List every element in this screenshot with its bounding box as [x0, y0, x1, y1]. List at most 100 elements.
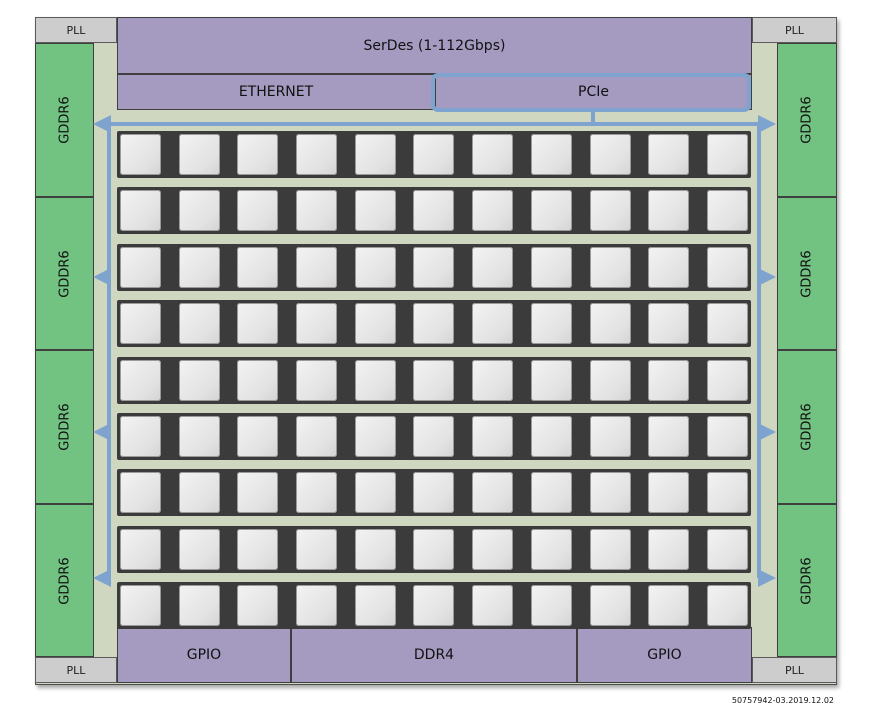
- compute-tile: [648, 246, 690, 288]
- compute-tile: [354, 528, 396, 570]
- pll-label: PLL: [66, 23, 86, 37]
- compute-tile: [472, 246, 514, 288]
- compute-tile: [589, 134, 631, 175]
- pll-label: PLL: [785, 663, 804, 677]
- pcie-block: PCIe: [435, 74, 752, 110]
- compute-tile: [530, 416, 572, 457]
- tile-row: [117, 469, 751, 517]
- compute-tile: [354, 416, 396, 457]
- pll-top-left: PLL: [35, 17, 117, 43]
- compute-tile: [237, 134, 279, 175]
- compute-tile: [472, 190, 514, 232]
- pll-label: PLL: [785, 23, 804, 37]
- compute-tile: [237, 528, 279, 570]
- compute-tile: [706, 246, 748, 288]
- compute-tile: [296, 359, 338, 401]
- compute-tile: [354, 246, 396, 288]
- compute-tile: [530, 190, 572, 232]
- compute-tile: [296, 134, 338, 175]
- tile-row: [117, 356, 751, 404]
- compute-tile: [648, 472, 690, 514]
- compute-tile: [706, 359, 748, 401]
- compute-tile: [237, 585, 279, 627]
- compute-tile: [237, 190, 279, 232]
- compute-tile: [178, 472, 220, 514]
- compute-tile: [648, 359, 690, 401]
- compute-tile: [237, 472, 279, 514]
- compute-tile: [413, 585, 455, 627]
- gddr6-right-1: GDDR6: [777, 43, 837, 197]
- compute-tile: [178, 303, 220, 345]
- pcie-highlight: [431, 73, 751, 112]
- compute-tile: [472, 585, 514, 627]
- compute-tile: [120, 134, 161, 175]
- pll-bottom-left: PLL: [35, 657, 117, 683]
- compute-tile: [648, 416, 690, 457]
- compute-tile: [120, 246, 161, 288]
- compute-tile: [413, 190, 455, 232]
- compute-tile: [472, 528, 514, 570]
- compute-tile: [530, 134, 572, 175]
- compute-tile: [413, 303, 455, 345]
- compute-tile: [120, 190, 161, 232]
- compute-tile: [589, 528, 631, 570]
- compute-tile: [237, 303, 279, 345]
- chip-die: [35, 17, 837, 685]
- compute-tile: [706, 134, 748, 175]
- compute-tile: [413, 472, 455, 514]
- ethernet-label: ETHERNET: [238, 84, 314, 100]
- compute-tile: [354, 134, 396, 175]
- compute-tile: [530, 303, 572, 345]
- compute-tile: [237, 246, 279, 288]
- compute-tile: [706, 416, 748, 457]
- figure-code: 50757942-03.2019.12.02: [731, 696, 834, 705]
- compute-tile: [296, 303, 338, 345]
- ddr4-block: DDR4: [291, 627, 577, 683]
- compute-tile: [354, 359, 396, 401]
- compute-tile: [589, 585, 631, 627]
- ddr4-label: DDR4: [413, 647, 455, 663]
- compute-tile: [706, 472, 748, 514]
- gddr6-right-2: GDDR6: [777, 197, 837, 350]
- compute-tile: [413, 528, 455, 570]
- compute-tile: [648, 585, 690, 627]
- compute-tile: [178, 190, 220, 232]
- compute-tile: [589, 303, 631, 345]
- compute-tile: [648, 528, 690, 570]
- gddr6-right-3: GDDR6: [777, 350, 837, 504]
- gpio-right-block: GPIO: [577, 627, 752, 683]
- compute-tile: [530, 472, 572, 514]
- compute-tile: [237, 416, 279, 457]
- compute-tile: [530, 528, 572, 570]
- compute-tile: [296, 585, 338, 627]
- compute-tile: [120, 528, 161, 570]
- compute-tile: [413, 134, 455, 175]
- compute-tile: [178, 416, 220, 457]
- compute-tile: [296, 416, 338, 457]
- compute-tile: [472, 472, 514, 514]
- compute-tile: [120, 472, 161, 514]
- compute-tile: [472, 134, 514, 175]
- compute-tile: [178, 585, 220, 627]
- tile-row: [117, 300, 751, 348]
- compute-tile: [589, 472, 631, 514]
- compute-tile: [589, 190, 631, 232]
- pll-label: PLL: [66, 663, 86, 677]
- tile-row: [117, 413, 751, 460]
- tile-row: [117, 582, 751, 630]
- compute-tile: [530, 246, 572, 288]
- compute-tile: [120, 359, 161, 401]
- compute-tile: [589, 359, 631, 401]
- compute-tile: [178, 246, 220, 288]
- compute-tile: [648, 303, 690, 345]
- compute-tile: [472, 359, 514, 401]
- compute-tile: [120, 416, 161, 457]
- compute-tile: [120, 585, 161, 627]
- compute-tile: [178, 359, 220, 401]
- gddr6-right-4: GDDR6: [777, 504, 837, 657]
- compute-tile: [354, 190, 396, 232]
- tile-row: [117, 525, 751, 573]
- compute-tile: [413, 416, 455, 457]
- compute-tile: [354, 472, 396, 514]
